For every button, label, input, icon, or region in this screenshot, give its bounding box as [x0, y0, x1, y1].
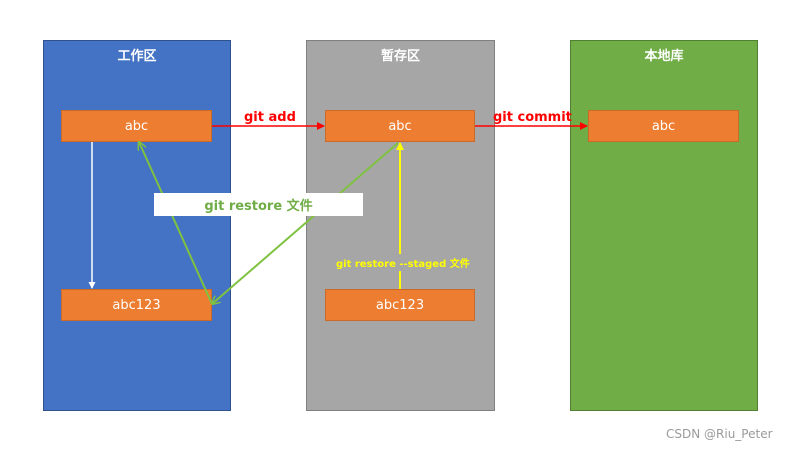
watermark: CSDN @Riu_Peter	[666, 427, 773, 441]
working-file-box-top: abc	[61, 110, 212, 142]
git-restore-label: git restore 文件	[154, 193, 363, 216]
git-restore-from-stage-arrow	[212, 142, 399, 304]
staging-area-panel: 暂存区	[306, 40, 495, 411]
local-repo-panel: 本地库	[570, 40, 758, 411]
staging-area-title: 暂存区	[380, 49, 420, 64]
working-area-title: 工作区	[117, 49, 157, 64]
staging-file-box-bottom: abc123	[325, 289, 475, 321]
working-file-box-bottom: abc123	[61, 289, 212, 321]
git-restore-staged-label: git restore --staged 文件	[334, 254, 472, 271]
repo-file-box: abc	[588, 110, 739, 142]
git-commit-label: git commit	[493, 110, 572, 125]
git-restore-arrow	[139, 142, 213, 305]
staging-file-box-top: abc	[325, 110, 475, 142]
local-repo-title: 本地库	[644, 49, 684, 64]
working-area-panel: 工作区	[43, 40, 231, 411]
git-add-label: git add	[244, 110, 296, 125]
